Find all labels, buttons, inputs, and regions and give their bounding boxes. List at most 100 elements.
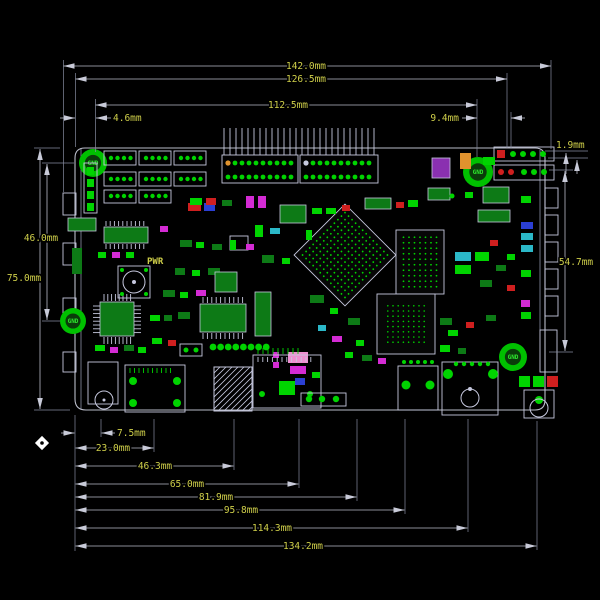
ic-chip	[364, 197, 392, 210]
bga-chip	[376, 293, 436, 355]
pcb-part	[378, 358, 386, 364]
connector	[441, 361, 499, 416]
dim-label-46mm: 46.0mm	[24, 233, 59, 244]
dim-label-142mm: 142.0mm	[286, 61, 326, 72]
pcb-part	[486, 315, 496, 321]
pcb-part	[202, 297, 244, 303]
pcb-part	[259, 391, 265, 397]
pcb-part	[303, 160, 309, 166]
pcb-part	[94, 390, 114, 410]
pcb-part	[440, 318, 452, 325]
bga-chip	[395, 229, 445, 295]
pcb-part	[521, 300, 530, 307]
audio-jack	[87, 361, 119, 405]
right-edge-connector	[544, 214, 559, 236]
connector	[124, 364, 186, 413]
ic-chip	[279, 204, 307, 224]
pcb-part	[455, 265, 471, 274]
pcb-part	[255, 225, 263, 237]
ic-chip	[214, 271, 238, 293]
pcb-part	[87, 167, 94, 175]
pcb-part	[225, 160, 231, 166]
pcb-part	[152, 338, 162, 344]
pcb-part	[288, 352, 308, 363]
dim-label-23mm: 23.0mm	[96, 443, 131, 454]
dim-label-1-9mm: 1.9mm	[556, 140, 585, 151]
pcb-part	[173, 399, 181, 407]
pcb-part	[402, 360, 434, 364]
pad-row	[209, 343, 270, 351]
pcb-part	[144, 292, 148, 296]
pcb-part	[303, 174, 372, 180]
pcb-part	[480, 280, 492, 287]
pcb-part	[129, 368, 171, 373]
connector	[397, 365, 439, 411]
pcb-part	[279, 381, 295, 395]
pcb-part	[143, 155, 168, 161]
pcb-part	[305, 395, 313, 403]
pcb-part	[103, 337, 132, 344]
pcb-part	[332, 395, 340, 403]
pcb-part	[168, 340, 176, 346]
pcb-part	[163, 290, 175, 297]
pcb-part	[105, 244, 145, 249]
fiducial-marker	[34, 435, 50, 451]
pcb-part	[270, 228, 280, 234]
pcb-part	[204, 203, 215, 211]
pin-header	[299, 154, 379, 184]
pcb-part	[332, 336, 342, 342]
connector-block	[173, 150, 207, 166]
pcb-part	[225, 160, 294, 166]
pcb-part	[427, 187, 451, 201]
barrel-jack	[523, 389, 555, 419]
pcb-part	[124, 345, 134, 351]
pcb-part	[521, 233, 533, 240]
pcb-part	[196, 242, 204, 248]
pcb-part	[318, 325, 326, 331]
pcb-part	[192, 270, 200, 276]
pcb-part	[408, 200, 418, 207]
pcb-part	[529, 398, 549, 418]
pcb-part	[143, 193, 168, 199]
pcb-part	[460, 388, 480, 408]
board-outline	[74, 147, 546, 411]
pcb-part	[262, 255, 274, 263]
mounting-hole-gnd: GND	[60, 308, 86, 334]
pcb-part	[475, 252, 489, 261]
left-edge-connector	[62, 351, 77, 373]
pcb-part	[326, 208, 336, 214]
pcb-part	[356, 340, 364, 346]
pcb-part	[246, 244, 254, 250]
pcb-part	[196, 290, 206, 296]
pcb-part	[222, 200, 232, 206]
pcb-part	[507, 254, 515, 260]
pcb-part	[498, 169, 504, 175]
pcb-part	[179, 343, 203, 357]
pcb-part	[396, 202, 404, 208]
dim-label-7-5mm: 7.5mm	[117, 428, 146, 439]
pcb-part	[306, 230, 312, 240]
gnd-label: GND	[508, 354, 519, 361]
pcb-part	[230, 240, 236, 250]
pcb-part	[134, 305, 141, 334]
connector-block	[493, 164, 555, 181]
pcb-part	[318, 395, 326, 403]
pcb-part	[87, 179, 94, 187]
pcb-part	[120, 292, 124, 296]
ic-chip	[482, 186, 510, 204]
gnd-label: GND	[68, 318, 79, 325]
pcb-part	[212, 244, 222, 250]
pcb-part	[112, 252, 120, 258]
connector	[300, 392, 347, 407]
connector-hatched	[213, 366, 253, 412]
right-edge-connector	[544, 187, 559, 209]
pcb-part	[208, 268, 220, 275]
pcb-part	[178, 176, 203, 182]
pcb-part	[521, 312, 531, 319]
pcb-part	[440, 345, 450, 352]
pcb-part	[290, 366, 306, 374]
pcb-part	[225, 174, 294, 180]
pcb-part	[295, 378, 305, 385]
